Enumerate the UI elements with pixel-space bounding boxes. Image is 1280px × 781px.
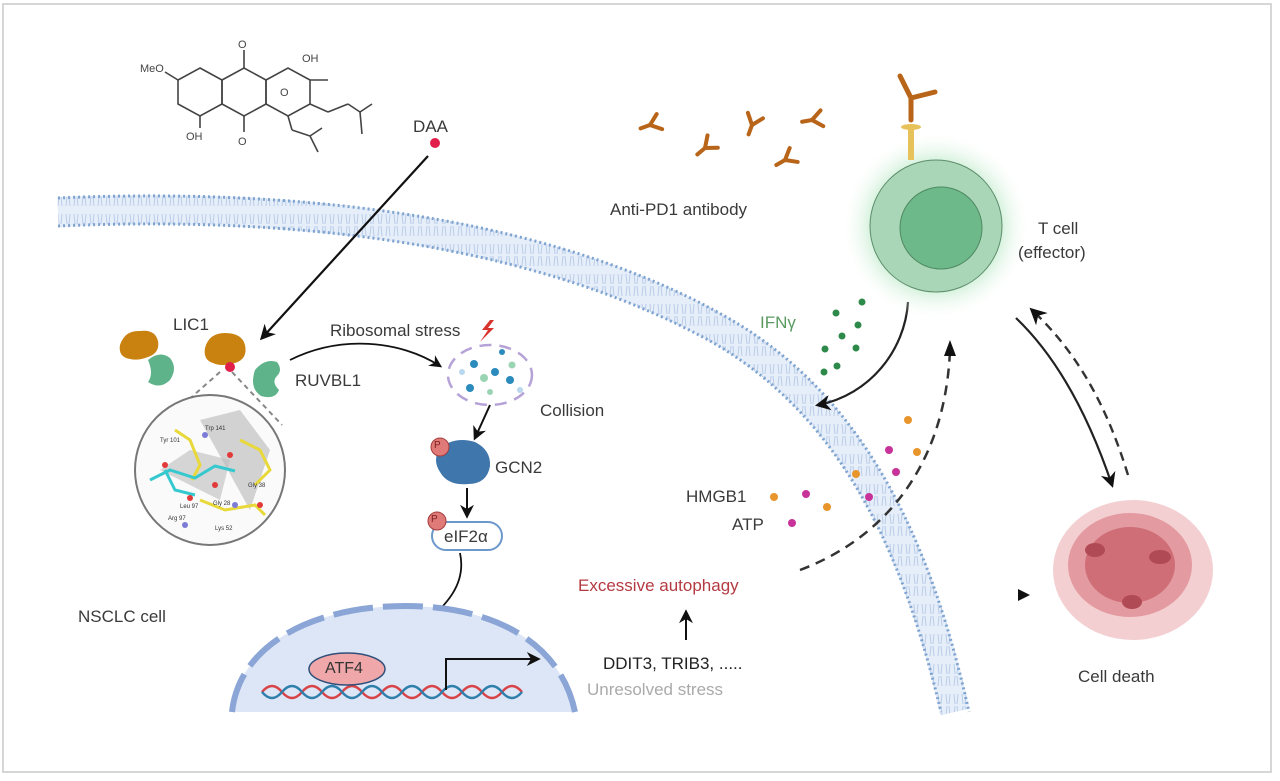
collision-label: Collision — [540, 401, 605, 420]
ifng-dots — [820, 298, 866, 376]
residue-label: Gly 38 — [248, 483, 266, 489]
residue-label: Tyr 101 — [160, 438, 181, 444]
daa-molecule-dot — [430, 138, 440, 148]
anti-pd1-label: Anti-PD1 antibody — [610, 200, 748, 219]
eif2a-phospho-badge — [427, 511, 447, 531]
death-to-tcell-dashed-arrow — [1029, 307, 1130, 476]
lic1-protein — [204, 333, 246, 365]
gcn2-phospho-label: P — [434, 440, 441, 451]
nsclc-cell-label: NSCLC cell — [78, 607, 166, 626]
gcn2-protein — [436, 440, 491, 485]
chem-label-meo: MeO — [140, 63, 164, 75]
zoom-guide-right — [231, 371, 283, 426]
ribosome-collision-cluster — [446, 343, 534, 407]
gcn2-phospho-badge — [430, 437, 450, 457]
atp-dots — [788, 446, 900, 527]
daa-chemical-structure — [164, 50, 373, 153]
atf4-ellipse — [308, 652, 386, 686]
figure-frame — [2, 3, 1272, 773]
residue-label: Leu 97 — [180, 504, 199, 510]
daa-bound-dot — [225, 362, 235, 372]
dna-helix — [261, 684, 523, 700]
t-cell-label: T cell — [1038, 219, 1079, 238]
atf4-label: ATF4 — [325, 660, 363, 677]
t-cell-sublabel: (effector) — [1018, 243, 1086, 262]
residue-label: Lys 52 — [215, 526, 233, 532]
tcell-to-death-arrow — [1015, 317, 1116, 488]
lic1-ruvbl1-complex-left — [119, 330, 174, 386]
unresolved-stress-label: Unresolved stress — [587, 680, 724, 699]
residue-label: Gly 28 — [213, 501, 231, 507]
arrowhead — [944, 340, 956, 356]
residue-label: Trp 141 — [205, 426, 226, 432]
daa-to-lic1-arrow — [259, 155, 429, 341]
daa-label: DAA — [413, 117, 448, 136]
excessive-autophagy-label: Excessive autophagy — [578, 576, 739, 595]
anti-pd1-antibodies — [638, 108, 826, 167]
hmgb1-dots — [770, 416, 921, 511]
chem-label-o-bottom: O — [238, 136, 247, 148]
ifng-to-membrane-arrow — [814, 301, 910, 411]
docking-structure-inset: Tyr 101 Trp 141 Gly 38 Gly 28 Leu 97 Arg… — [134, 394, 286, 546]
ribosomal-stress-label: Ribosomal stress — [330, 321, 461, 340]
residue-label: Arg 97 — [168, 516, 186, 522]
eif2a-phospho-label: P — [431, 514, 438, 525]
ifng-label: IFNγ — [760, 313, 796, 332]
arrowhead — [1018, 589, 1030, 601]
target-genes-label: DDIT3, TRIB3, ..... — [603, 654, 743, 673]
collision-to-gcn2-arrow — [473, 404, 491, 441]
gcn2-label: GCN2 — [495, 458, 543, 477]
transcription-start-arrow — [445, 652, 541, 690]
hmgb1-label: HMGB1 — [686, 487, 747, 506]
dead-cell-cluster — [1053, 500, 1213, 640]
t-cell — [841, 73, 1031, 321]
chem-label-oh-right: OH — [302, 53, 319, 65]
ruvbl1-protein — [253, 361, 280, 398]
ruvbl1-label: RUVBL1 — [295, 371, 362, 390]
atp-label: ATP — [732, 515, 764, 534]
chem-label-o-top: O — [238, 39, 247, 51]
ruvbl1-to-collision-arrow — [289, 342, 443, 368]
lightning-icon — [480, 320, 494, 342]
cell-membrane — [57, 194, 971, 716]
dampened-signal-to-tcell-arrow — [799, 349, 952, 572]
eif2a-label: eIF2α — [444, 527, 488, 546]
chem-label-oh-left: OH — [186, 131, 203, 143]
chem-label-epoxide-o: O — [280, 87, 289, 99]
eif2a-pill — [431, 521, 503, 551]
cell-death-label: Cell death — [1078, 667, 1155, 686]
lic1-label: LIC1 — [173, 315, 209, 334]
